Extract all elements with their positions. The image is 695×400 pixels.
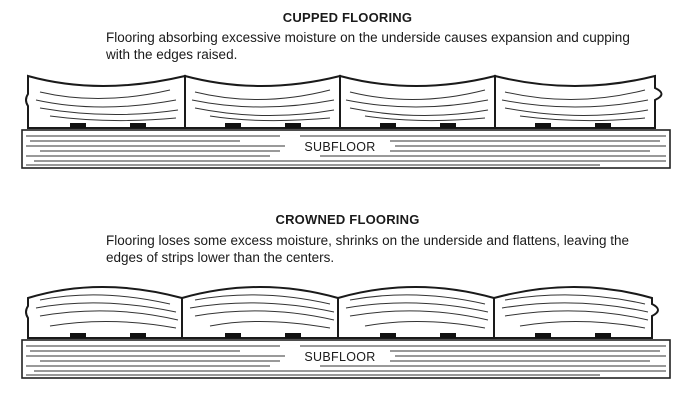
crowned-boards [25, 286, 659, 339]
crowned-board-1 [25, 286, 183, 339]
crowned-subfloor-label: SUBFLOOR [304, 350, 375, 364]
crowned-flooring-illustration: SUBFLOOR [21, 286, 671, 379]
cupped-flooring-illustration: SUBFLOOR [21, 74, 671, 169]
cupped-board-1 [25, 74, 186, 129]
cupped-subfloor-label: SUBFLOOR [304, 140, 375, 154]
cupped-section: CUPPED FLOORING Flooring absorbing exces… [0, 0, 695, 190]
crowned-title: CROWNED FLOORING [275, 212, 420, 227]
crowned-subfloor: SUBFLOOR [21, 339, 671, 379]
crowned-description: Flooring loses some excess moisture, shr… [106, 233, 630, 265]
cupped-subfloor: SUBFLOOR [21, 129, 671, 169]
cupped-board-4 [494, 74, 663, 129]
cupped-title: CUPPED FLOORING [282, 10, 413, 25]
cupped-boards [25, 74, 663, 129]
crowned-board-4 [493, 286, 659, 339]
crowned-section: CROWNED FLOORING Flooring loses some exc… [0, 190, 695, 400]
cupped-description: Flooring absorbing excessive moisture on… [106, 30, 630, 62]
